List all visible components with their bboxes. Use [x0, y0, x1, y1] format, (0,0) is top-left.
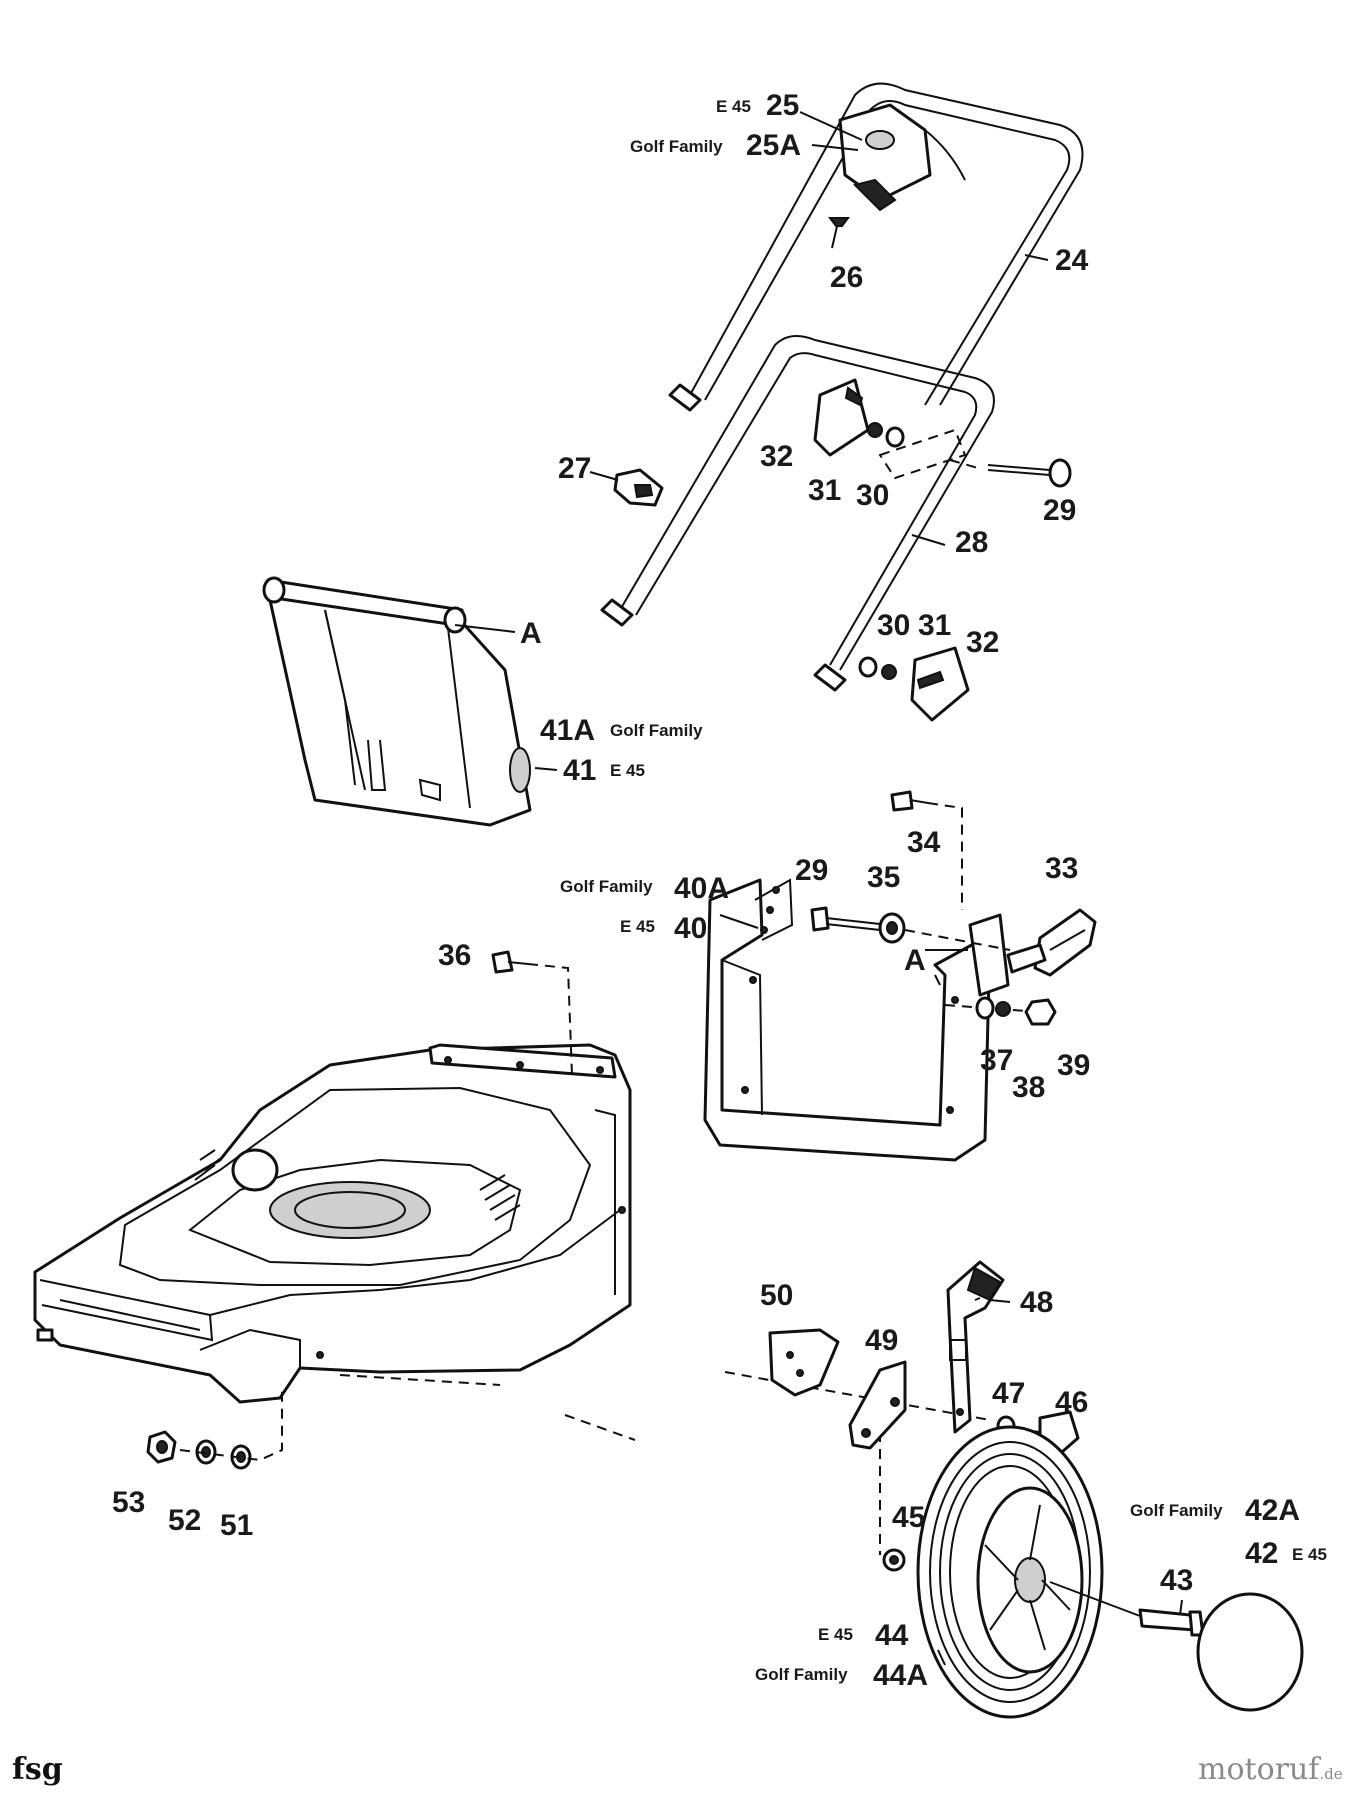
label-a-1: A — [520, 617, 542, 650]
washer-30-upper — [885, 426, 905, 448]
label-40-variant: E 45 — [620, 917, 655, 936]
screw-26 — [828, 217, 850, 249]
label-32: 32 — [760, 440, 793, 473]
bolt-36 — [491, 950, 573, 1076]
label-44a-variant: Golf Family — [755, 1665, 848, 1684]
leader-lines — [454, 111, 1183, 1666]
label-25a: 25A — [746, 129, 801, 162]
bolt-29-lower — [810, 906, 881, 932]
brand-tld: .de — [1319, 1765, 1343, 1783]
label-41a-variant: Golf Family — [610, 721, 703, 740]
label-35: 35 — [867, 861, 900, 894]
label-26: 26 — [830, 261, 863, 294]
plate-49 — [848, 1360, 907, 1450]
label-25a-variant: Golf Family — [630, 137, 723, 156]
label-41a: 41A — [540, 714, 595, 747]
label-31: 31 — [808, 474, 841, 507]
label-33: 33 — [1045, 852, 1078, 885]
washer-38 — [995, 1001, 1011, 1017]
hubcap-42 — [1196, 1592, 1304, 1712]
label-46: 46 — [1055, 1386, 1088, 1419]
label-39: 39 — [1057, 1049, 1090, 1082]
plate-50 — [768, 1328, 840, 1397]
label-31-lower: 31 — [918, 609, 951, 642]
upper-handle — [668, 82, 1084, 412]
label-42-variant: E 45 — [1292, 1545, 1327, 1564]
label-42a-variant: Golf Family — [1130, 1501, 1223, 1520]
grass-catcher — [262, 576, 532, 827]
part-labels: E 45 25 Golf Family 25A 24 26 32 27 31 3… — [112, 89, 1327, 1692]
label-50: 50 — [760, 1279, 793, 1312]
label-52: 52 — [168, 1504, 201, 1537]
height-bracket — [703, 878, 1010, 1162]
clip-32-upper — [813, 378, 870, 457]
label-44a: 44A — [873, 1659, 928, 1692]
brand-name: motoruf — [1198, 1752, 1320, 1787]
label-29-lower: 29 — [795, 854, 828, 887]
label-42: 42 — [1245, 1537, 1278, 1570]
label-32-lower: 32 — [966, 626, 999, 659]
label-41-variant: E 45 — [610, 761, 645, 780]
label-37: 37 — [980, 1044, 1013, 1077]
switch-box — [838, 103, 966, 212]
mower-deck — [33, 1043, 632, 1404]
wheel-44 — [916, 1425, 1104, 1719]
brand-watermark: motoruf.de — [1198, 1752, 1343, 1787]
bolt-29-upper — [987, 458, 1072, 488]
clip-32-lower — [910, 646, 970, 722]
label-45: 45 — [892, 1501, 925, 1534]
label-47: 47 — [992, 1377, 1025, 1410]
label-41: 41 — [563, 754, 596, 787]
label-36: 36 — [438, 939, 471, 972]
washer-31-lower — [881, 664, 897, 680]
label-42a: 42A — [1245, 1494, 1300, 1527]
label-44-variant: E 45 — [818, 1625, 853, 1644]
label-a-2: A — [904, 944, 926, 977]
label-28: 28 — [955, 526, 988, 559]
label-29: 29 — [1043, 494, 1076, 527]
label-53: 53 — [112, 1486, 145, 1519]
label-43: 43 — [1160, 1564, 1193, 1597]
label-40a: 40A — [674, 872, 729, 905]
knob-27 — [613, 468, 664, 507]
label-48: 48 — [1020, 1286, 1053, 1319]
lever-33 — [1006, 908, 1097, 977]
label-30-lower: 30 — [877, 609, 910, 642]
label-40a-variant: Golf Family — [560, 877, 653, 896]
lower-handle — [600, 335, 995, 692]
washer-30-lower — [858, 656, 878, 678]
label-27: 27 — [558, 452, 591, 485]
label-40: 40 — [674, 912, 707, 945]
nut-39 — [1024, 998, 1057, 1026]
lever-48 — [946, 1260, 1005, 1434]
bolt-34 — [890, 790, 963, 910]
label-49: 49 — [865, 1324, 898, 1357]
diagram-code: fsg — [12, 1752, 63, 1787]
label-34: 34 — [907, 826, 941, 859]
label-44: 44 — [875, 1619, 909, 1652]
label-38: 38 — [1012, 1071, 1045, 1104]
label-30: 30 — [856, 479, 889, 512]
label-51: 51 — [220, 1509, 253, 1542]
label-24: 24 — [1055, 244, 1089, 277]
label-25: 25 — [766, 89, 799, 122]
washer-31-upper — [867, 422, 883, 438]
washer-37 — [975, 996, 995, 1020]
label-25-variant: E 45 — [716, 97, 751, 116]
